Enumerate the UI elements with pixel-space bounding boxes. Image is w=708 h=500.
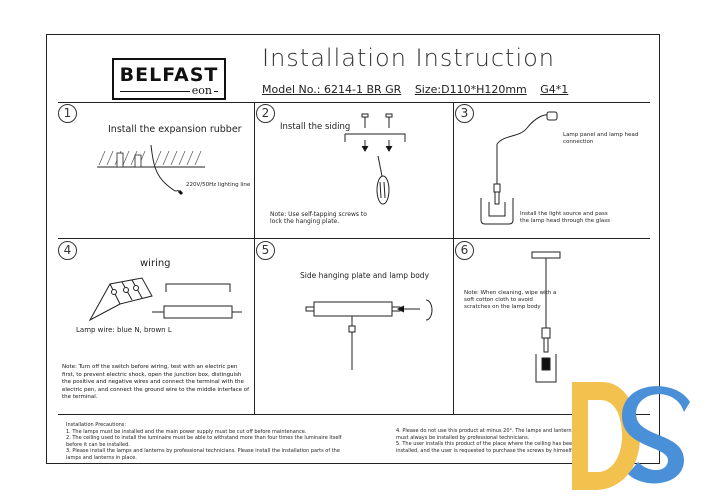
step-6-note: Note: When cleaning, wipe with a soft co… [464, 290, 557, 310]
precautions-heading: Installation Precautions: [66, 422, 127, 428]
step-6-lamp-illustration [531, 251, 561, 383]
precaution-item: 5. The user installs this product of the… [396, 441, 576, 454]
step-3-label: Lamp panel and lamp head connection [563, 132, 639, 145]
brand-name: BELFAST [119, 64, 219, 86]
step-6-number: 6 [455, 241, 474, 260]
ds-watermark-logo [572, 382, 690, 490]
step-1-ceiling-illustration [97, 144, 205, 196]
step-5-caption: Side hanging plate and lamp body [300, 271, 430, 280]
precaution-item: 4. Please do not use this product at min… [396, 428, 575, 441]
bulb-label: G4*1 [540, 83, 569, 96]
step-3-note: Install the light source and pass the la… [520, 211, 611, 224]
model-number: Model No.: 6214-1 BR GR [262, 83, 402, 96]
step-1-label: 220V/50Hz lighting line [186, 182, 251, 188]
step-3-number: 3 [455, 104, 474, 123]
page-title: Installation Instruction [262, 44, 556, 72]
step-2-screw-illustration [344, 113, 406, 205]
brand-logo: BELFAST eon [112, 58, 226, 100]
step-1-caption: Install the expansion rubber [108, 124, 242, 135]
step-2-number: 2 [256, 104, 275, 123]
logo-underline [120, 91, 218, 92]
model-line: Model No.: 6214-1 BR GR Size:D110*H120mm… [262, 83, 578, 96]
step-2-caption: Install the siding [280, 122, 351, 132]
precautions-left: Installation Precautions: 1. The lamps m… [66, 422, 356, 461]
step-4-label: Lamp wire: blue N, brown L [76, 326, 172, 334]
grid-line-middle [58, 238, 650, 239]
step-4-caption: wiring [140, 258, 171, 269]
grid-divider-1 [254, 102, 255, 414]
step-5-number: 5 [256, 241, 275, 260]
precaution-item: 3. Please install the lamps and lanterns… [66, 448, 340, 461]
precaution-item: 1. The lamps must be installed and the m… [66, 428, 307, 435]
grid-line-top [58, 102, 650, 103]
grid-line-bottom [58, 414, 650, 415]
precaution-item: 2. The ceiling used to install the lumin… [66, 435, 342, 448]
precautions-right: 4. Please do not use this product at min… [396, 428, 576, 454]
step-4-number: 4 [58, 241, 77, 260]
step-5-plate-illustration [305, 299, 433, 370]
step-4-wiring-illustration [88, 277, 242, 322]
brand-sub: eon [189, 84, 214, 97]
step-2-note: Note: Use self-tapping screws to lock th… [270, 211, 367, 225]
instruction-sheet [46, 34, 660, 464]
size-label: Size:D110*H120mm [414, 83, 527, 96]
step-3-lamp-illustration [480, 111, 558, 225]
step-4-note: Note: Turn off the switch before wiring,… [62, 364, 250, 400]
grid-divider-2 [453, 102, 454, 414]
step-1-number: 1 [58, 104, 77, 123]
